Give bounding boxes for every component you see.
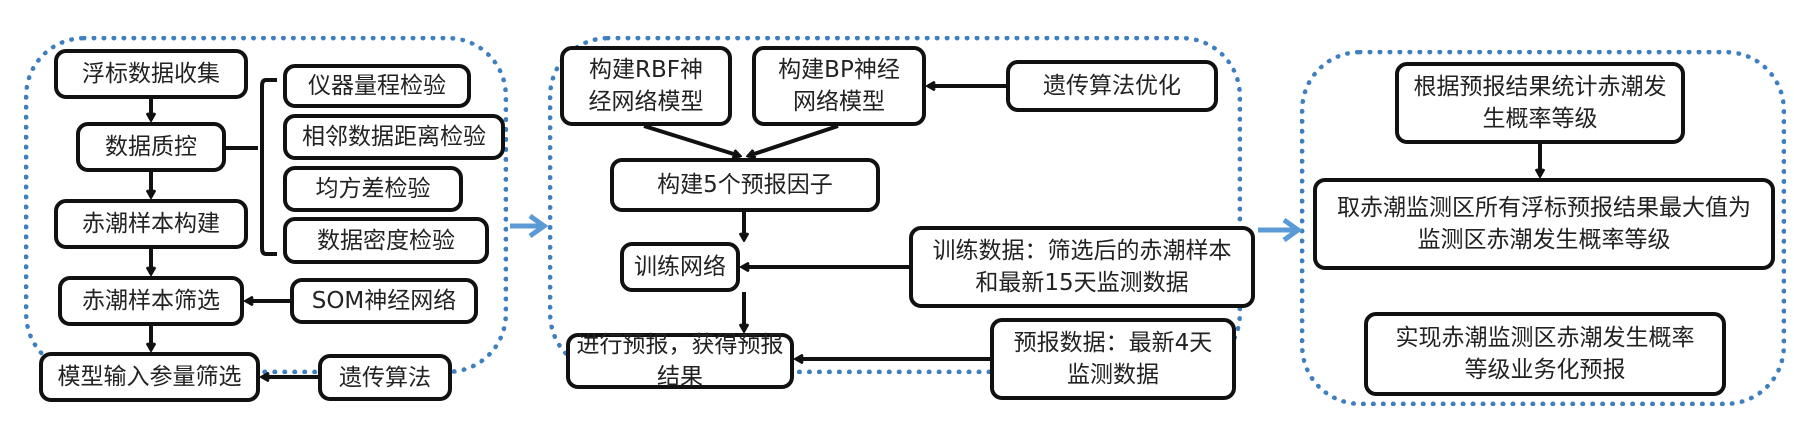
red-tide-sample-build-label: 赤潮样本构建 — [82, 211, 220, 237]
model-input-filter-box: 模型输入参量筛选 — [39, 352, 260, 402]
som-network-box: SOM神经网络 — [290, 278, 478, 324]
data-quality-control-label: 数据质控 — [105, 134, 197, 160]
panel-model-forecast — [548, 36, 1242, 374]
panel-probability-grade — [1300, 50, 1786, 406]
mean-square-check-box: 均方差检验 — [283, 166, 463, 212]
forecast-data-label: 预报数据：最新4天监测数据 — [1013, 330, 1213, 388]
genetic-algorithm-box: 遗传算法 — [318, 354, 452, 401]
data-density-check-box: 数据密度检验 — [283, 217, 489, 264]
operational-forecast-box: 实现赤潮监测区赤潮发生概率等级业务化预报 — [1364, 312, 1726, 396]
buoy-data-collection-box: 浮标数据收集 — [54, 49, 248, 99]
probability-stats-label: 根据预报结果统计赤潮发生概率等级 — [1413, 74, 1667, 132]
genetic-algorithm-label: 遗传算法 — [339, 364, 431, 391]
instrument-range-check-label: 仪器量程检验 — [308, 73, 446, 99]
forecast-data-box: 预报数据：最新4天监测数据 — [990, 318, 1236, 400]
rbf-model-box: 构建RBF神经网络模型 — [560, 46, 732, 126]
probability-stats-box: 根据预报结果统计赤潮发生概率等级 — [1395, 62, 1685, 144]
training-data-box: 训练数据：筛选后的赤潮样本和最新15天监测数据 — [909, 226, 1255, 308]
run-forecast-box: 进行预报，获得预报结果 — [566, 332, 794, 390]
red-tide-sample-filter-label: 赤潮样本筛选 — [82, 288, 220, 314]
mean-square-check-label: 均方差检验 — [315, 176, 431, 202]
operational-forecast-label: 实现赤潮监测区赤潮发生概率等级业务化预报 — [1395, 325, 1695, 383]
red-tide-sample-build-box: 赤潮样本构建 — [54, 199, 248, 249]
data-density-check-label: 数据密度检验 — [317, 227, 455, 254]
train-network-box: 训练网络 — [620, 242, 740, 292]
forecast-factors-label: 构建5个预报因子 — [657, 172, 833, 198]
ga-optimization-label: 遗传算法优化 — [1043, 73, 1181, 99]
max-probability-box: 取赤潮监测区所有浮标预报结果最大值为监测区赤潮发生概率等级 — [1313, 178, 1775, 270]
buoy-data-collection-label: 浮标数据收集 — [82, 61, 220, 87]
panel-data-processing — [24, 36, 508, 374]
som-network-label: SOM神经网络 — [311, 288, 457, 314]
run-forecast-label: 进行预报，获得预报结果 — [576, 332, 784, 390]
train-network-label: 训练网络 — [634, 254, 726, 280]
red-tide-sample-filter-box: 赤潮样本筛选 — [58, 276, 244, 326]
adjacent-distance-check-label: 相邻数据距离检验 — [302, 124, 486, 150]
rbf-model-label: 构建RBF神经网络模型 — [588, 57, 704, 115]
bp-model-box: 构建BP神经网络模型 — [752, 46, 926, 126]
bp-model-label: 构建BP神经网络模型 — [778, 57, 900, 115]
ga-optimization-box: 遗传算法优化 — [1006, 60, 1218, 112]
forecast-factors-box: 构建5个预报因子 — [610, 158, 880, 212]
model-input-filter-label: 模型输入参量筛选 — [57, 364, 242, 390]
adjacent-distance-check-box: 相邻数据距离检验 — [283, 114, 505, 160]
instrument-range-check-box: 仪器量程检验 — [283, 64, 471, 108]
data-quality-control-box: 数据质控 — [76, 122, 226, 172]
training-data-label: 训练数据：筛选后的赤潮样本和最新15天监测数据 — [932, 238, 1232, 296]
max-probability-label: 取赤潮监测区所有浮标预报结果最大值为监测区赤潮发生概率等级 — [1337, 195, 1751, 253]
